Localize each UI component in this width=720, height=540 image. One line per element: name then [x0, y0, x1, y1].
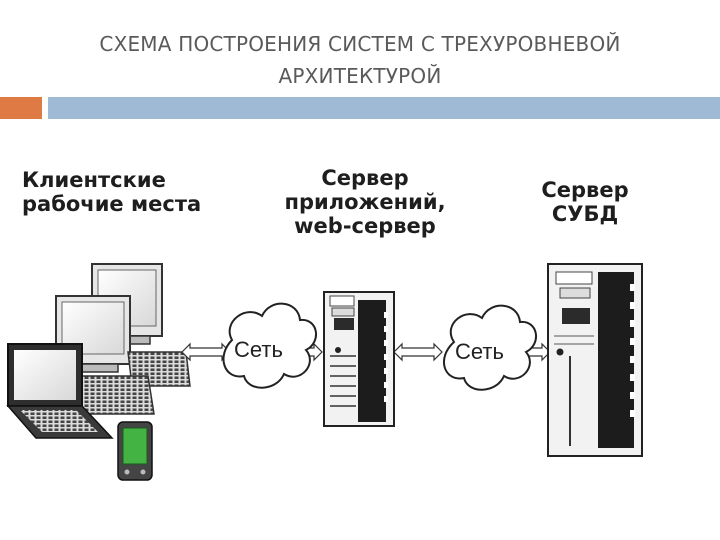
clients-label-line1: Клиентские [22, 168, 166, 192]
db-server-label-line2: СУБД [551, 202, 619, 226]
network-cloud-2-icon [443, 304, 537, 391]
title-band [48, 97, 720, 119]
client-workstations-icon [6, 263, 191, 481]
app-server-label-line1: Сервер [321, 166, 409, 190]
slide-title-line2: АРХИТЕКТУРОЙ [278, 64, 442, 88]
network-label-2: Сеть [455, 339, 504, 364]
db-server-icon [547, 263, 643, 457]
slide-title-line1: СХЕМА ПОСТРОЕНИЯ СИСТЕМ С ТРЕХУРОВНЕВОЙ [99, 32, 621, 56]
arrow-app-net2 [393, 342, 443, 362]
clients-label: Клиентские рабочие места [22, 168, 201, 216]
network-cloud-1-icon [222, 302, 317, 389]
connector-arrows [181, 342, 551, 362]
slide-title: СХЕМА ПОСТРОЕНИЯ СИСТЕМ С ТРЕХУРОВНЕВОЙ … [20, 28, 700, 92]
app-server-label-line2: приложений, [284, 190, 446, 214]
accent-bar [0, 97, 42, 119]
db-server-label: Сервер СУБД [525, 178, 645, 226]
app-server-icon [323, 291, 395, 427]
db-server-label-line1: Сервер [541, 178, 629, 202]
clients-label-line2: рабочие места [22, 192, 202, 216]
network-label-1: Сеть [234, 337, 283, 362]
pda-icon [117, 421, 153, 481]
app-server-label: Сервер приложений, web-сервер [270, 166, 460, 238]
laptop-icon [6, 343, 114, 439]
app-server-label-line3: web-сервер [294, 214, 436, 238]
